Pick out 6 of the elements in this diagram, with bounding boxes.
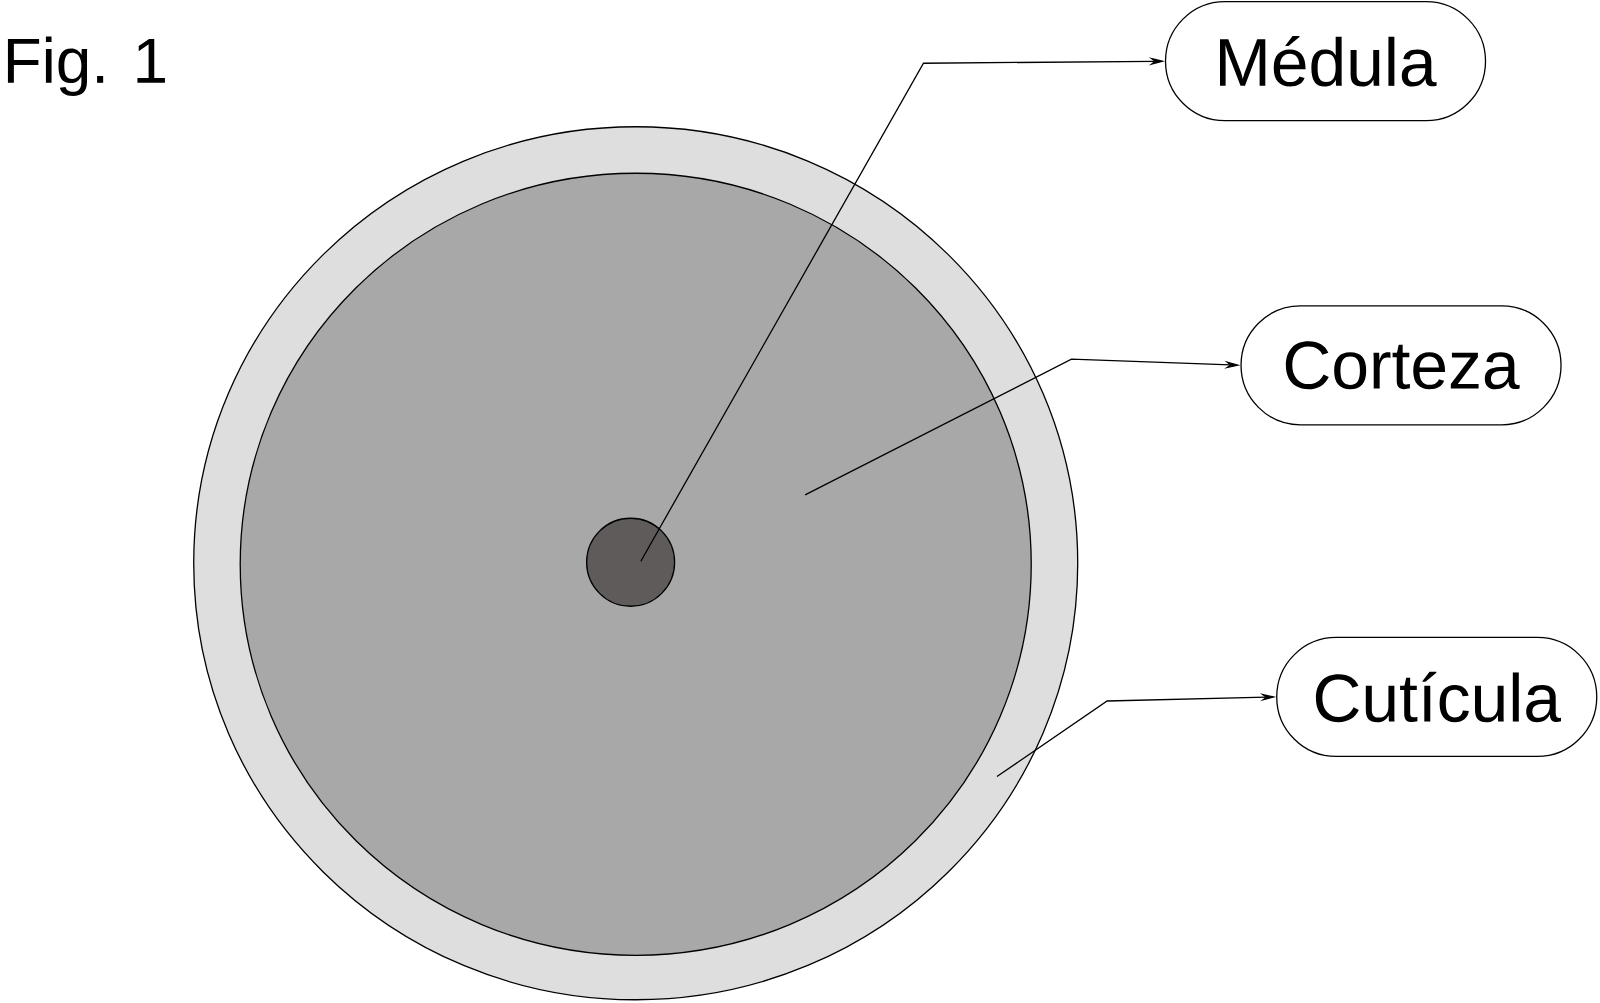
label-bubble: Médula (1164, 1, 1487, 122)
cortex-disc (239, 172, 1032, 956)
medulla-disc (585, 517, 676, 607)
label-bubble: Cutícula (1276, 636, 1598, 758)
figure-title: Fig. 1 (7, 36, 165, 97)
label-bubble: Corteza (1240, 305, 1562, 426)
